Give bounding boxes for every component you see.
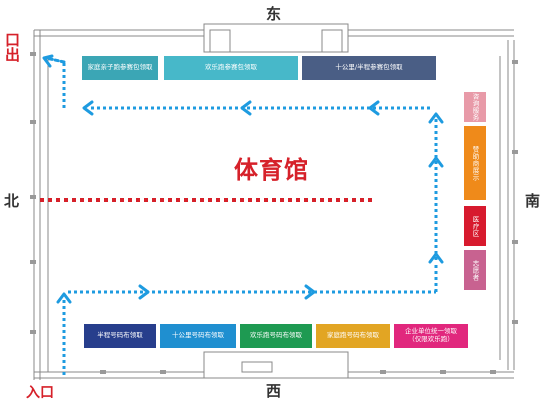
direction-west: 西 — [266, 382, 282, 400]
route-path — [62, 62, 438, 375]
direction-north: 北 — [4, 192, 20, 210]
booth-sponsor: 赞助商展示 — [464, 126, 486, 200]
booth-10k-half-kit: 十公里/半程参赛包领取 — [302, 56, 436, 80]
booth-volunteer: 志愿者 — [464, 250, 486, 290]
booth-company-pickup: 企业单位统一领取 （仅限欢乐跑） — [394, 324, 468, 348]
booth-half-bib: 半程号码布领取 — [84, 324, 156, 348]
booth-medical: 医疗区 — [464, 206, 486, 246]
booth-10k-bib: 十公里号码布领取 — [160, 324, 236, 348]
entrance-label: 入口 — [26, 385, 54, 401]
booth-fun-run-bib: 欢乐跑号码布领取 — [240, 324, 312, 348]
direction-east: 东 — [266, 5, 282, 23]
booth-family-kit: 家庭亲子跑参赛包领取 — [82, 56, 158, 80]
booth-family-bib: 家庭跑号码布领取 — [316, 324, 390, 348]
direction-south: 南 — [525, 192, 541, 210]
venue-title: 体育馆 — [234, 156, 309, 184]
booth-fun-run-kit: 欢乐跑参赛包领取 — [164, 56, 298, 80]
booth-info-service: 咨询服务 — [464, 92, 486, 122]
exit-label: 口出 — [3, 32, 21, 62]
